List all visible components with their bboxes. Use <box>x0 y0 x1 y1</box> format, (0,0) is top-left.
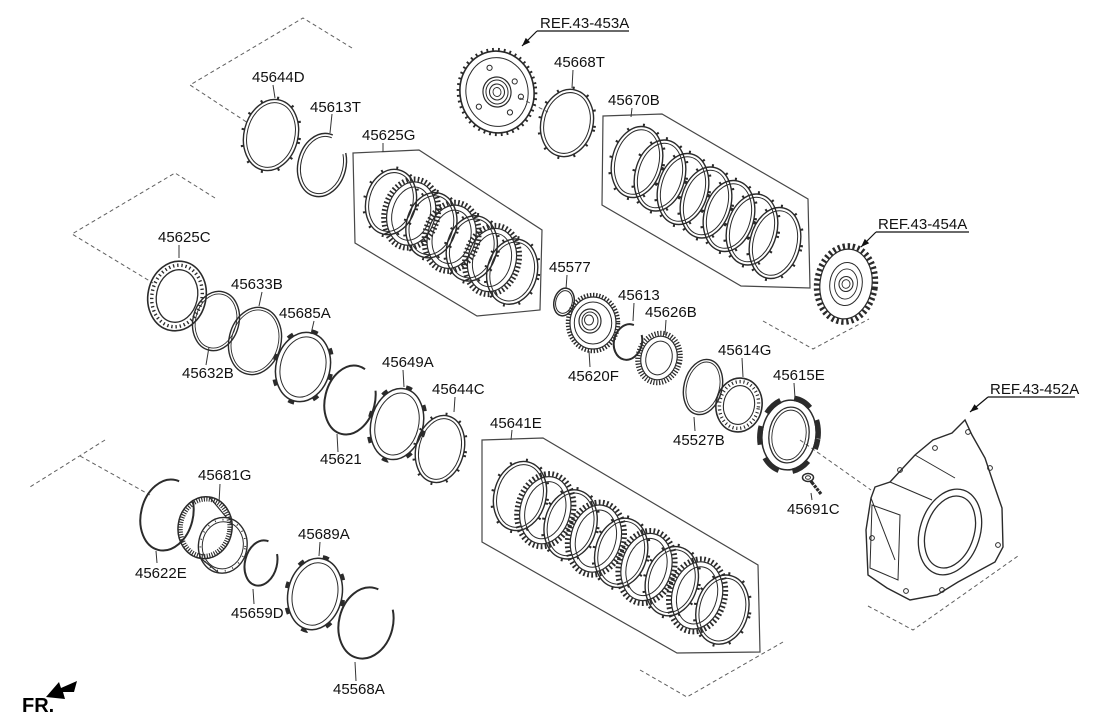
part-label-45670B: 45670B <box>608 92 660 109</box>
part-ref-43-452a-case <box>865 418 1004 601</box>
part-45633B <box>227 306 283 376</box>
part-label-45626B: 45626B <box>645 304 697 321</box>
part-label-45691C: 45691C <box>787 501 840 518</box>
part-label-45633B: 45633B <box>231 276 283 293</box>
leader-line <box>252 588 255 605</box>
guide-line <box>71 172 216 284</box>
leader-line <box>810 492 813 501</box>
part-label-45613T: 45613T <box>310 99 361 116</box>
part-45527B <box>682 358 724 416</box>
ref-arrowhead <box>522 37 531 46</box>
leader-line <box>155 550 158 564</box>
leader-line <box>329 113 333 134</box>
part-45613 <box>612 323 644 361</box>
front-direction-marker: FR. <box>22 681 77 717</box>
guide-line <box>29 439 106 488</box>
ref-43-452a: REF.43-452A <box>969 381 1079 413</box>
part-label-45668T: 45668T <box>554 54 605 71</box>
guide-line <box>79 455 151 496</box>
part-label-45685A: 45685A <box>279 305 331 322</box>
part-ref-43-453a-plate <box>456 47 538 137</box>
group-box-45625G <box>352 149 543 317</box>
part-45622E <box>139 478 195 552</box>
leader-line <box>510 429 513 441</box>
part-label-45644C: 45644C <box>432 381 485 398</box>
part-label-45632B: 45632B <box>182 365 234 382</box>
guide-line <box>762 318 870 350</box>
ref-43-452a-label: REF.43-452A <box>990 381 1079 398</box>
guide-line <box>867 555 1019 631</box>
ref-43-454a-label: REF.43-454A <box>878 216 967 233</box>
guide-line <box>639 641 784 698</box>
group-box-45670B <box>601 113 811 289</box>
clutch-pack-45625G-ring-1 <box>362 166 420 238</box>
part-45577 <box>552 287 576 317</box>
leader-line <box>588 350 591 368</box>
part-label-45568A: 45568A <box>333 681 385 698</box>
part-label-45613: 45613 <box>618 287 660 304</box>
fr-label: FR. <box>22 695 54 717</box>
fr-arrow-icon <box>46 681 77 699</box>
ref-arrowhead <box>861 238 870 247</box>
ref-43-453a: REF.43-453A <box>521 15 629 47</box>
part-label-45659D: 45659D <box>231 605 284 622</box>
part-label-45527B: 45527B <box>673 432 725 449</box>
leader-line <box>310 320 315 335</box>
part-45659D <box>243 539 279 587</box>
part-label-45622E: 45622E <box>135 565 187 582</box>
leader-line <box>218 483 221 504</box>
guide-line <box>799 439 872 491</box>
leader-lines <box>155 69 813 682</box>
ref-arrowhead <box>970 404 979 412</box>
part-label-45644D: 45644D <box>252 69 305 86</box>
part-45621 <box>323 364 377 436</box>
leader-line <box>258 291 263 307</box>
part-label-45625G: 45625G <box>362 127 415 144</box>
part-label-45621: 45621 <box>320 451 362 468</box>
leader-line <box>632 302 635 322</box>
part-45568A <box>337 586 395 660</box>
leader-line <box>354 661 357 682</box>
leader-line <box>793 382 796 399</box>
leader-line <box>565 274 568 290</box>
part-label-45689A: 45689A <box>298 526 350 543</box>
part-label-45681G: 45681G <box>198 467 251 484</box>
part-label-45649A: 45649A <box>382 354 434 371</box>
part-45620F <box>565 292 621 354</box>
leader-line <box>402 369 405 388</box>
leader-line <box>453 396 456 413</box>
leader-line <box>205 346 210 366</box>
part-label-45620F: 45620F <box>568 368 619 385</box>
group-box-45641E <box>481 437 761 654</box>
part-45691C <box>801 472 823 495</box>
guide-lines <box>29 17 1019 698</box>
leader-line <box>571 69 574 89</box>
leader-line <box>630 107 633 118</box>
part-label-45577: 45577 <box>549 259 591 276</box>
leader-line <box>664 319 667 336</box>
ref-43-454a: REF.43-454A <box>860 216 969 248</box>
part-45613T <box>296 132 348 198</box>
leader-line <box>318 541 321 557</box>
leader-line <box>336 433 339 453</box>
part-label-45625C: 45625C <box>158 229 211 246</box>
part-label-45614G: 45614G <box>718 342 771 359</box>
guide-line <box>189 17 353 124</box>
leader-line <box>741 357 744 378</box>
part-45614G <box>715 377 763 433</box>
part-label-45641E: 45641E <box>490 415 542 432</box>
leader-line <box>693 416 696 432</box>
leader-line <box>272 84 276 99</box>
ref-43-453a-label: REF.43-453A <box>540 15 629 32</box>
part-label-45615E: 45615E <box>773 367 825 384</box>
